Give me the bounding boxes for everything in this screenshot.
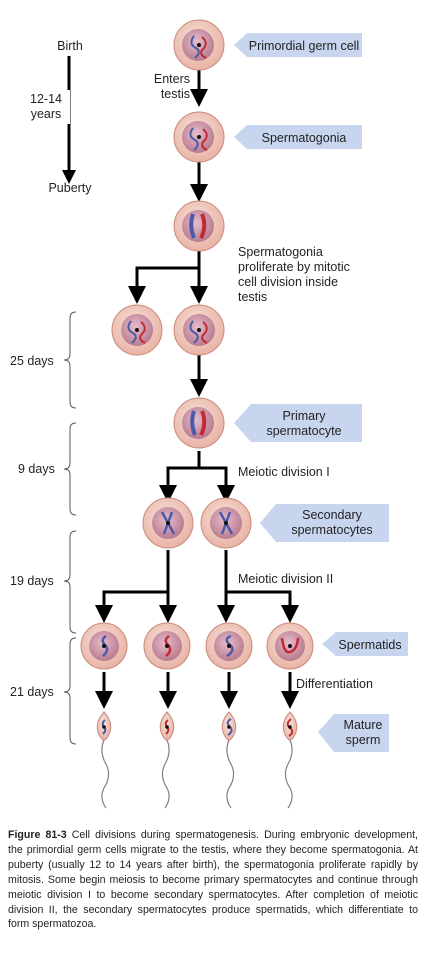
label-mature-text-2: sperm xyxy=(346,733,381,747)
label-primordial-text: Primordial germ cell xyxy=(249,39,359,53)
enters-label-line2: testis xyxy=(161,87,190,101)
spermatogenesis-diagram: Birth 12-14 years Puberty Enters testis xyxy=(10,19,408,809)
secondary-spermatocyte-cell-right xyxy=(200,497,252,549)
brace-9-days xyxy=(63,422,77,516)
figure-caption: Figure 81-3 Cell divisions during sperma… xyxy=(8,828,418,932)
mature-sperm-1 xyxy=(96,711,112,809)
spermatid-cell-4 xyxy=(266,622,314,670)
years-label-bg xyxy=(20,90,70,124)
proliferating-spermatogonium-cell xyxy=(173,200,225,252)
mature-sperm-3 xyxy=(221,711,237,809)
brace-25-days xyxy=(63,311,77,409)
spermatid-cell-3 xyxy=(205,622,253,670)
mature-sperm-2 xyxy=(159,711,175,809)
duration-braces xyxy=(63,311,77,745)
note-differentiation: Differentiation xyxy=(296,677,373,691)
arrow-meiosis1-left xyxy=(159,451,201,503)
secondary-spermatocyte-cell-left xyxy=(142,497,194,549)
division-arrows xyxy=(95,70,299,709)
mature-sperm-4 xyxy=(282,711,298,809)
note-meiotic-division-2: Meiotic division II xyxy=(238,572,333,586)
primary-spermatocyte-cell xyxy=(173,397,225,449)
puberty-label: Puberty xyxy=(48,181,92,195)
note-proliferate-3: cell division inside xyxy=(238,275,338,289)
brace-19-days xyxy=(63,530,77,634)
enters-label-line1: Enters xyxy=(154,72,190,86)
arrow-meiosis2-a xyxy=(95,550,170,623)
arrow-meiosis2-d xyxy=(226,590,299,623)
label-secondary-text-2: spermatocytes xyxy=(291,523,372,537)
figure-caption-text: Cell divisions during spermatogenesis. D… xyxy=(8,829,418,931)
years-label-line2: years xyxy=(31,107,62,121)
label-mature-sperm: Mature sperm xyxy=(318,714,389,752)
note-meiotic-division-1: Meiotic division I xyxy=(238,465,330,479)
spermatogonium-cell-left xyxy=(111,304,163,356)
birth-label: Birth xyxy=(57,39,83,53)
label-primary-text-2: spermatocyte xyxy=(266,424,341,438)
years-label-line1: 12-14 xyxy=(30,92,62,106)
arrow-meiosis1-right xyxy=(199,466,235,503)
label-primordial-germ-cell: Primordial germ cell xyxy=(234,33,362,57)
duration-21-days: 21 days xyxy=(10,685,54,699)
duration-19-days: 19 days xyxy=(10,574,54,588)
label-secondary-text-1: Secondary xyxy=(302,508,363,522)
label-primary-text-1: Primary xyxy=(282,409,326,423)
spermatid-cell-1 xyxy=(80,622,128,670)
spermatogonium-cell xyxy=(173,111,225,163)
spermatogonium-cell-right xyxy=(173,304,225,356)
timeline-arrowhead xyxy=(62,170,76,184)
label-spermatogonia-text: Spermatogonia xyxy=(262,131,347,145)
note-proliferate-2: proliferate by mitotic xyxy=(238,260,350,274)
label-primary-spermatocyte: Primary spermatocyte xyxy=(234,404,362,442)
brace-21-days xyxy=(63,637,77,745)
arrow-mitosis-left xyxy=(128,250,201,304)
label-secondary-spermatocytes: Secondary spermatocytes xyxy=(260,504,389,542)
note-proliferate-4: testis xyxy=(238,290,267,304)
note-proliferate-1: Spermatogonia xyxy=(238,245,323,259)
label-spermatogonia: Spermatogonia xyxy=(234,125,362,149)
spermatid-cell-2 xyxy=(143,622,191,670)
label-spermatids: Spermatids xyxy=(322,632,408,656)
duration-9-days: 9 days xyxy=(18,462,55,476)
label-mature-text-1: Mature xyxy=(344,718,383,732)
primordial-germ-cell xyxy=(173,19,225,71)
label-spermatids-text: Spermatids xyxy=(338,638,401,652)
figure-label: Figure 81-3 xyxy=(8,829,67,841)
duration-25-days: 25 days xyxy=(10,354,54,368)
